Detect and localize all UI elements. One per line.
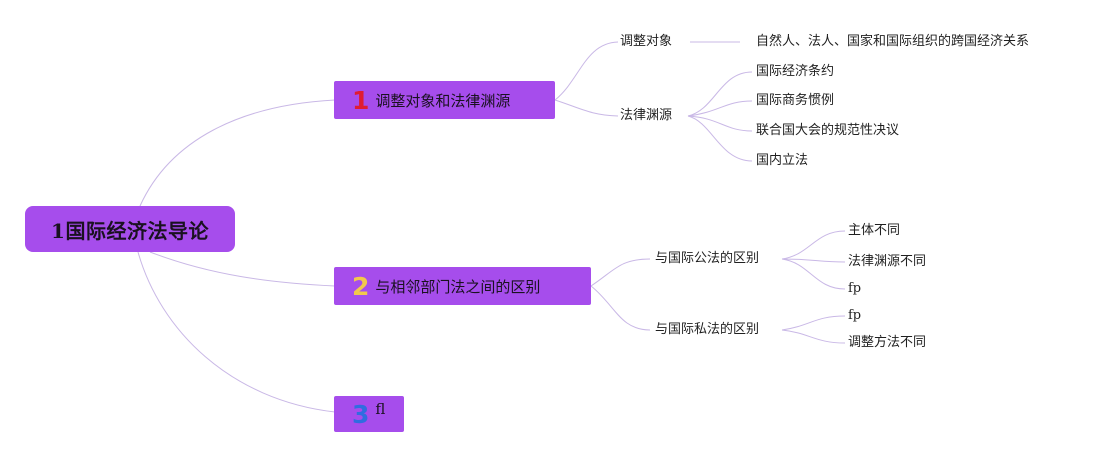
branch-node-3[interactable]: 3 fl <box>334 396 404 432</box>
connector-b2-sub2 <box>590 285 651 331</box>
connector-root-branch3 <box>137 251 336 413</box>
connector-root-branch1 <box>139 99 336 207</box>
root-node[interactable]: 1国际经济法导论 <box>25 206 235 252</box>
branch-number-1: 1 <box>352 85 370 115</box>
branch-label-1: 调整对象和法律渊源 <box>375 91 511 110</box>
connector-b2s2-c2 <box>781 329 846 344</box>
topic-public-diff-3[interactable]: fp <box>848 281 862 296</box>
connector-b1s2-c3 <box>687 115 753 132</box>
branch-number-2: 2 <box>352 271 370 301</box>
topic-source-2[interactable]: 国际商务惯例 <box>756 93 835 108</box>
connector-b1s2-c4 <box>687 115 753 162</box>
connector-b1-sub2 <box>554 99 619 117</box>
connector-b1s2-c2 <box>687 100 753 117</box>
connector-b2s1-c2 <box>781 258 846 263</box>
topic-vs-public-law[interactable]: 与国际公法的区别 <box>655 251 760 266</box>
branch-node-2[interactable]: 2 与相邻部门法之间的区别 <box>334 267 591 305</box>
topic-adjust-object-detail[interactable]: 自然人、法人、国家和国际组织的跨国经济关系 <box>756 34 1030 49</box>
branch-label-2: 与相邻部门法之间的区别 <box>375 277 541 296</box>
topic-vs-private-law[interactable]: 与国际私法的区别 <box>655 322 760 337</box>
connector-b2-sub1 <box>590 258 651 287</box>
root-label: 1国际经济法导论 <box>51 218 209 243</box>
topic-adjust-object[interactable]: 调整对象 <box>620 34 673 49</box>
connector-b2s1-c3 <box>781 258 846 290</box>
topic-public-diff-1[interactable]: 主体不同 <box>848 223 901 238</box>
connector-b1s2-c1 <box>687 71 753 117</box>
topic-private-diff-1[interactable]: fp <box>848 308 862 323</box>
topic-legal-sources[interactable]: 法律渊源 <box>620 108 673 123</box>
connector-root-branch2 <box>149 251 336 287</box>
topic-private-diff-2[interactable]: 调整方法不同 <box>848 335 927 350</box>
topic-source-3[interactable]: 联合国大会的规范性决议 <box>756 123 900 138</box>
connector-b2s1-c1 <box>781 230 846 260</box>
connector-b1-sub1 <box>554 41 619 101</box>
branch-node-1[interactable]: 1 调整对象和法律渊源 <box>334 81 555 119</box>
branch-number-3: 3 <box>352 399 370 429</box>
topic-source-1[interactable]: 国际经济条约 <box>756 64 835 79</box>
topic-source-4[interactable]: 国内立法 <box>756 153 809 168</box>
topic-public-diff-2[interactable]: 法律渊源不同 <box>848 254 927 269</box>
connector-b2s2-c1 <box>781 315 846 331</box>
branch-label-3: fl <box>375 400 386 418</box>
